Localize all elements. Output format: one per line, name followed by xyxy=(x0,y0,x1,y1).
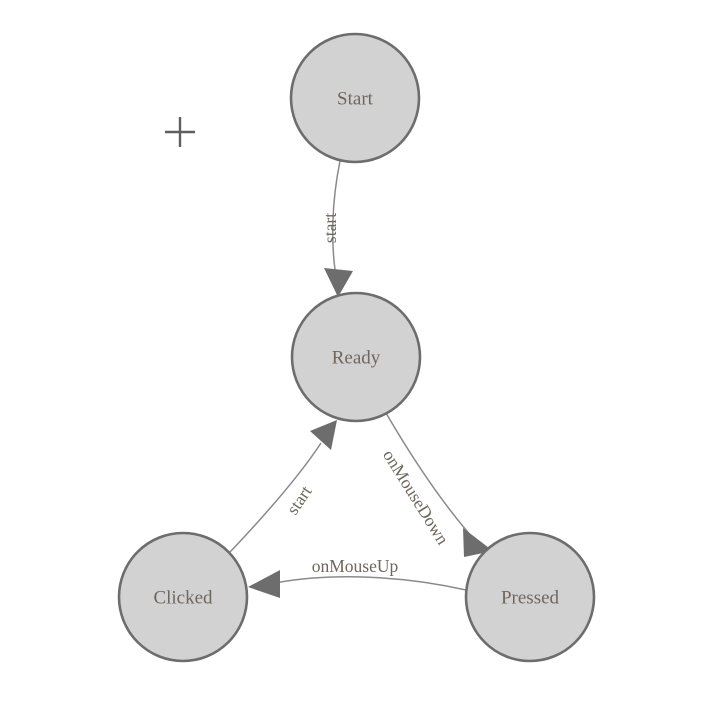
arrowhead-into-ready-bottom xyxy=(310,420,337,450)
node-start-label: Start xyxy=(337,89,374,110)
edge-path-clicked-to-ready xyxy=(229,442,322,553)
node-ready-label: Ready xyxy=(332,348,381,369)
node-clicked-label: Clicked xyxy=(153,588,213,609)
node-ready-circle[interactable] xyxy=(290,291,422,423)
node-clicked[interactable]: Clicked xyxy=(117,531,249,663)
node-clicked-circle[interactable] xyxy=(117,531,249,663)
node-ready[interactable]: Ready xyxy=(290,291,422,423)
edge-pressed-to-clicked[interactable] xyxy=(248,570,467,598)
edge-path-pressed-to-clicked xyxy=(274,576,467,591)
node-pressed-circle[interactable] xyxy=(464,531,596,663)
node-pressed-label: Pressed xyxy=(501,588,560,609)
node-pressed[interactable]: Pressed xyxy=(464,531,596,663)
edge-label-start-to-ready: start xyxy=(320,213,340,243)
arrowhead-into-clicked xyxy=(248,570,280,598)
node-start-circle[interactable] xyxy=(289,32,421,164)
edge-clicked-to-ready[interactable] xyxy=(229,420,337,553)
node-start[interactable]: Start xyxy=(289,32,421,164)
edge-label-pressed-to-clicked: onMouseUp xyxy=(312,556,399,576)
edge-start-to-ready[interactable] xyxy=(324,160,353,297)
arrowhead-into-ready-top xyxy=(324,268,353,297)
crosshair-icon xyxy=(165,117,195,147)
